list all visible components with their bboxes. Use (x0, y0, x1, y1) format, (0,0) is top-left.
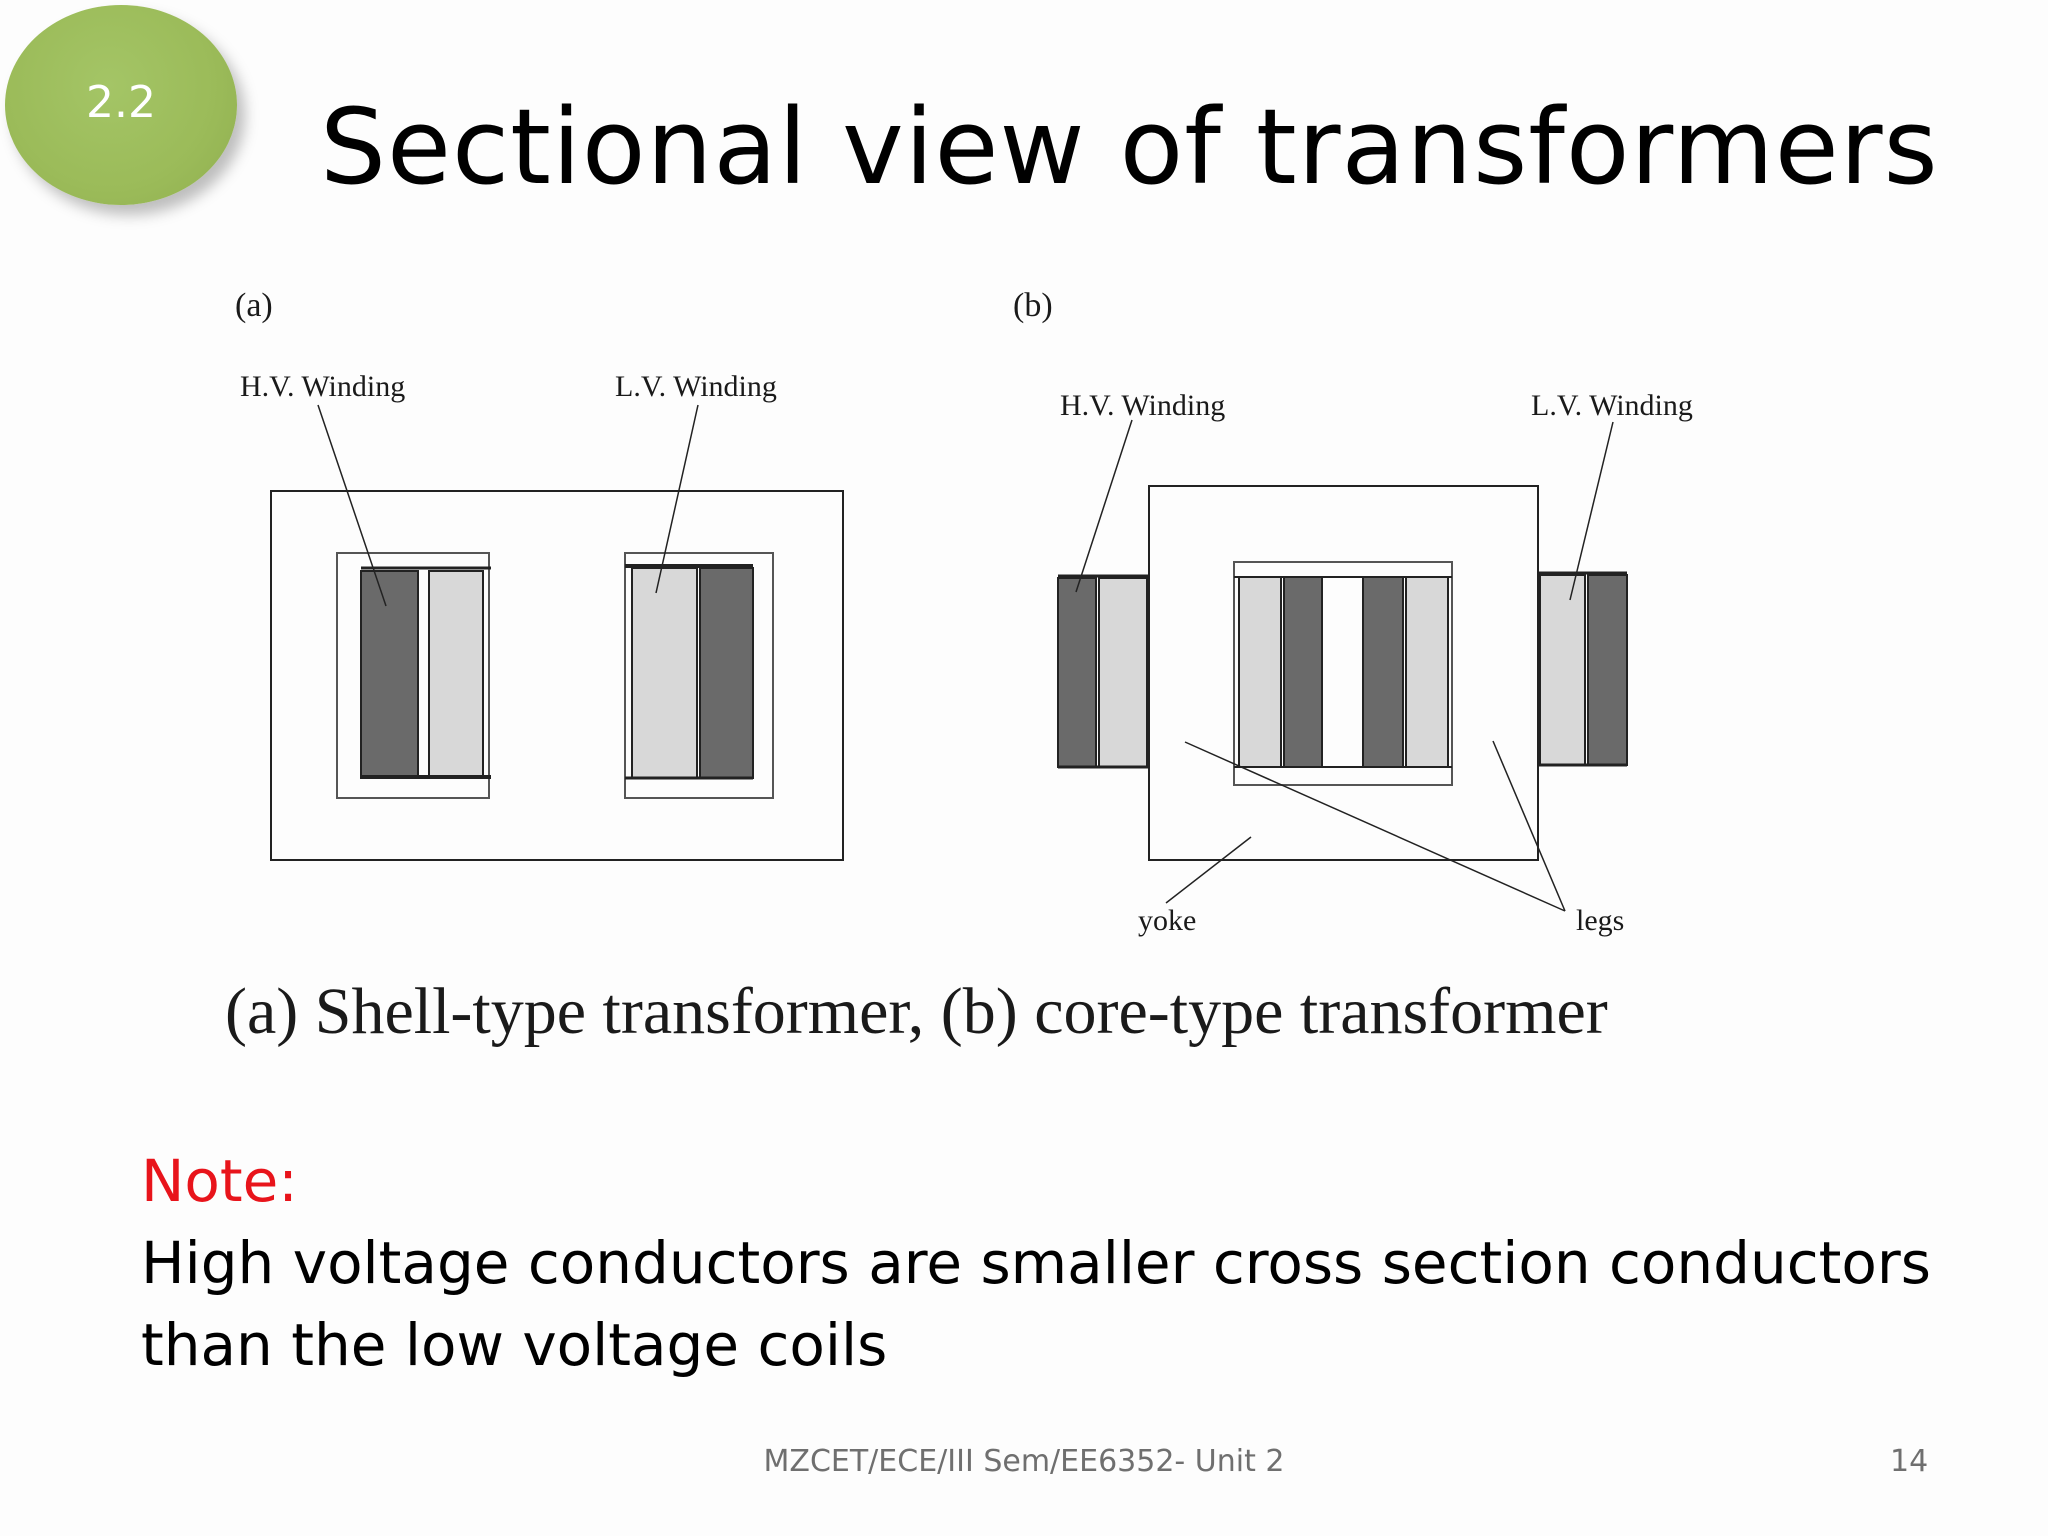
b-window (1233, 561, 1453, 786)
section-badge: 2.2 (5, 5, 237, 205)
a-lv-winding-label: L.V. Winding (615, 370, 777, 403)
b-inner-left-hv (1283, 576, 1323, 768)
b-outer-left-lv (1098, 577, 1148, 768)
a-right-hv-coil (699, 567, 754, 779)
b-inner-left-lv (1238, 576, 1282, 768)
b-hv-leader (1075, 419, 1133, 593)
yoke-label: yoke (1138, 904, 1196, 937)
b-lv-leader (1569, 421, 1614, 601)
b-hv-winding-label: H.V. Winding (1060, 389, 1225, 422)
yoke-leader (1165, 836, 1252, 904)
panel-a-label: (a) (235, 287, 273, 324)
b-inner-right-hv (1362, 576, 1404, 768)
a-right-window (624, 552, 774, 799)
a-lv-leader (655, 404, 699, 594)
note-block: Note: High voltage conductors are smalle… (141, 1140, 1961, 1386)
footer-course: MZCET/ECE/III Sem/EE6352- Unit 2 (763, 1444, 1285, 1479)
legs-leader-2 (1492, 740, 1566, 912)
b-outer-right-lv (1539, 574, 1586, 766)
section-number: 2.2 (86, 77, 156, 128)
b-outer-right-hv (1587, 574, 1628, 766)
figure-caption: (a) Shell-type transformer, (b) core-typ… (225, 975, 1608, 1048)
b-inner-right-lv (1405, 576, 1449, 768)
legs-label: legs (1576, 904, 1624, 937)
page-number: 14 (1890, 1444, 1929, 1479)
b-outer-left-hv (1057, 577, 1097, 768)
note-text: High voltage conductors are smaller cros… (141, 1229, 1931, 1379)
a-right-lv-coil (631, 567, 698, 779)
panel-b-label: (b) (1013, 287, 1053, 324)
a-hv-leader (317, 404, 387, 607)
a-left-hv-coil (360, 570, 419, 779)
a-hv-winding-label: H.V. Winding (240, 370, 405, 403)
a-left-window (336, 552, 490, 799)
a-left-lv-coil (428, 570, 484, 779)
b-lv-winding-label: L.V. Winding (1531, 389, 1693, 422)
legs-leader-1 (1184, 741, 1566, 912)
note-label: Note: (141, 1147, 298, 1215)
b-core-frame (1148, 485, 1539, 861)
slide-title: Sectional view of transformers (320, 86, 1939, 208)
core-type-transformer (1057, 419, 1628, 912)
a-outer-core (270, 490, 844, 861)
transformer-figure: (a) (b) H.V. Winding L.V. Winding H.V. W… (225, 287, 1693, 1048)
shell-type-transformer (270, 404, 844, 861)
